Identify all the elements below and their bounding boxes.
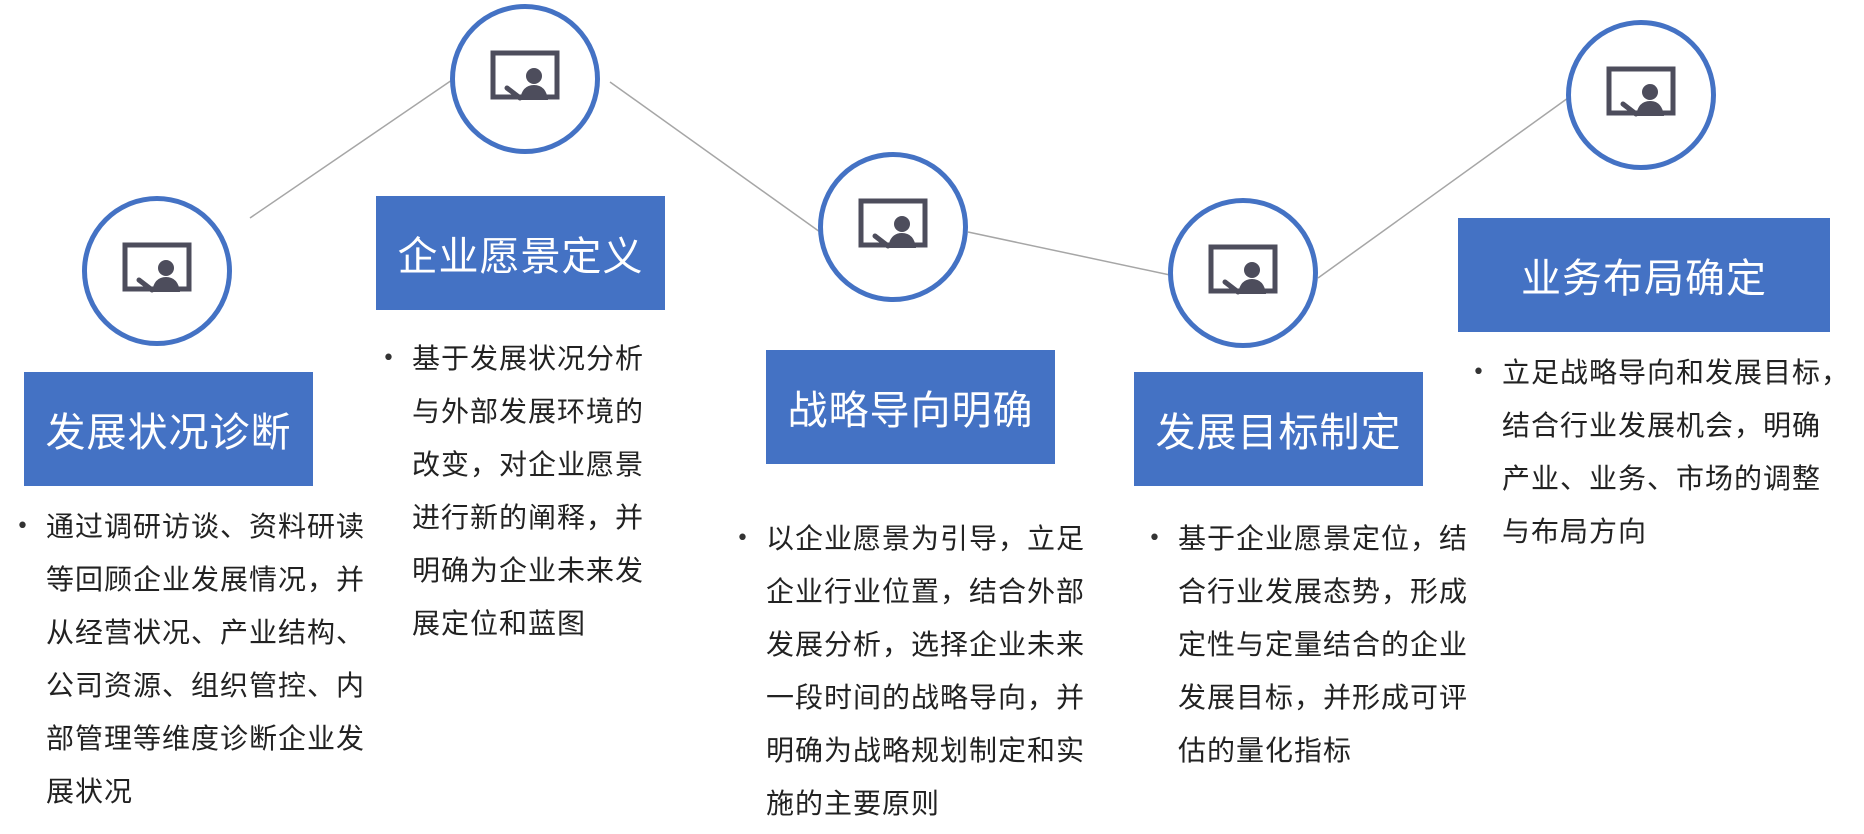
step-1-text-line: 等回顾企业发展情况，并 [46,563,366,596]
step-5-text-line: 立足战略导向和发展目标， [1502,356,1851,389]
step-1-bullet-item: • 通过调研访谈、资料研读 等回顾企业发展情况，并 从经营状况、产业结构、 公司… [16,500,365,818]
step-2-text-line: 基于发展状况分析 [412,342,645,375]
step-1-text-line: 通过调研访谈、资料研读 [46,510,366,543]
bullet-icon: • [382,346,396,371]
connector-line-1-2 [249,79,453,219]
step-3-text-line: 以企业愿景为引导，立足 [766,522,1086,555]
bullet-icon: • [1472,360,1486,385]
step-5-title: 业务布局确定 [1458,218,1830,332]
step-1-text-line: 从经营状况、产业结构、 [46,616,366,649]
step-3-bullet-item: • 以企业愿景为引导，立足 企业行业位置，结合外部 发展分析，选择企业未来 一段… [736,512,1085,830]
step-2-bullet-item: • 基于发展状况分析 与外部发展环境的 改变，对企业愿景 进行新的阐释，并 明确… [382,332,644,650]
step-5-text-line: 结合行业发展机会，明确 [1502,409,1822,442]
bullet-icon: • [736,526,750,551]
step-1-title: 发展状况诊断 [24,372,313,486]
step-3-description: • 以企业愿景为引导，立足 企业行业位置，结合外部 发展分析，选择企业未来 一段… [736,512,1085,830]
step-4-title: 发展目标制定 [1134,372,1423,486]
step-2-text-line: 改变，对企业愿景 [412,448,645,481]
step-4-description: • 基于企业愿景定位，结 合行业发展态势，形成 定性与定量结合的企业 发展目标，… [1148,512,1468,777]
step-1-text-line: 部管理等维度诊断企业发 [46,722,366,755]
step-5-bullet-item: • 立足战略导向和发展目标， 结合行业发展机会，明确 产业、业务、市场的调整 与… [1472,346,1850,558]
step-2-text-line: 明确为企业未来发 [412,554,645,587]
step-3-text-line: 明确为战略规划制定和实 [766,734,1086,767]
presentation-icon [122,242,192,293]
step-4-bullet-item: • 基于企业愿景定位，结 合行业发展态势，形成 定性与定量结合的企业 发展目标，… [1148,512,1468,777]
step-2-text-line: 展定位和蓝图 [412,607,587,640]
step-3-node [818,152,968,302]
bullet-icon: • [1148,526,1162,551]
step-3-text-line: 企业行业位置，结合外部 [766,575,1086,608]
step-3-text-line: 施的主要原则 [766,787,941,820]
step-2-title: 企业愿景定义 [376,196,665,310]
step-2-text-line: 与外部发展环境的 [412,395,645,428]
step-5-node [1566,20,1716,170]
presentation-icon [490,50,560,101]
step-4-text-line: 估的量化指标 [1178,734,1353,767]
step-4-node [1168,198,1318,348]
connector-line-3-4 [967,231,1171,276]
step-1-description: • 通过调研访谈、资料研读 等回顾企业发展情况，并 从经营状况、产业结构、 公司… [16,500,365,818]
step-2-text-line: 进行新的阐释，并 [412,501,645,534]
step-4-text-line: 定性与定量结合的企业 [1178,628,1469,661]
step-2-description: • 基于发展状况分析 与外部发展环境的 改变，对企业愿景 进行新的阐释，并 明确… [382,332,644,650]
step-3-text-line: 一段时间的战略导向，并 [766,681,1086,714]
presentation-icon [1606,66,1676,117]
connector-line-4-5 [1317,97,1569,279]
connector-line-2-3 [609,81,821,233]
step-2-node [450,4,600,154]
step-5-description: • 立足战略导向和发展目标， 结合行业发展机会，明确 产业、业务、市场的调整 与… [1472,346,1850,558]
step-4-text-line: 基于企业愿景定位，结 [1178,522,1469,555]
step-1-text-line: 公司资源、组织管控、内 [46,669,366,702]
step-1-node [82,196,232,346]
step-3-title: 战略导向明确 [766,350,1055,464]
presentation-icon [858,198,928,249]
step-1-text-line: 展状况 [46,775,134,808]
step-3-text-line: 发展分析，选择企业未来 [766,628,1086,661]
step-5-text-line: 与布局方向 [1502,515,1648,548]
bullet-icon: • [16,514,30,539]
step-5-text-line: 产业、业务、市场的调整 [1502,462,1822,495]
presentation-icon [1208,244,1278,295]
step-4-text-line: 发展目标，并形成可评 [1178,681,1469,714]
step-4-text-line: 合行业发展态势，形成 [1178,575,1469,608]
